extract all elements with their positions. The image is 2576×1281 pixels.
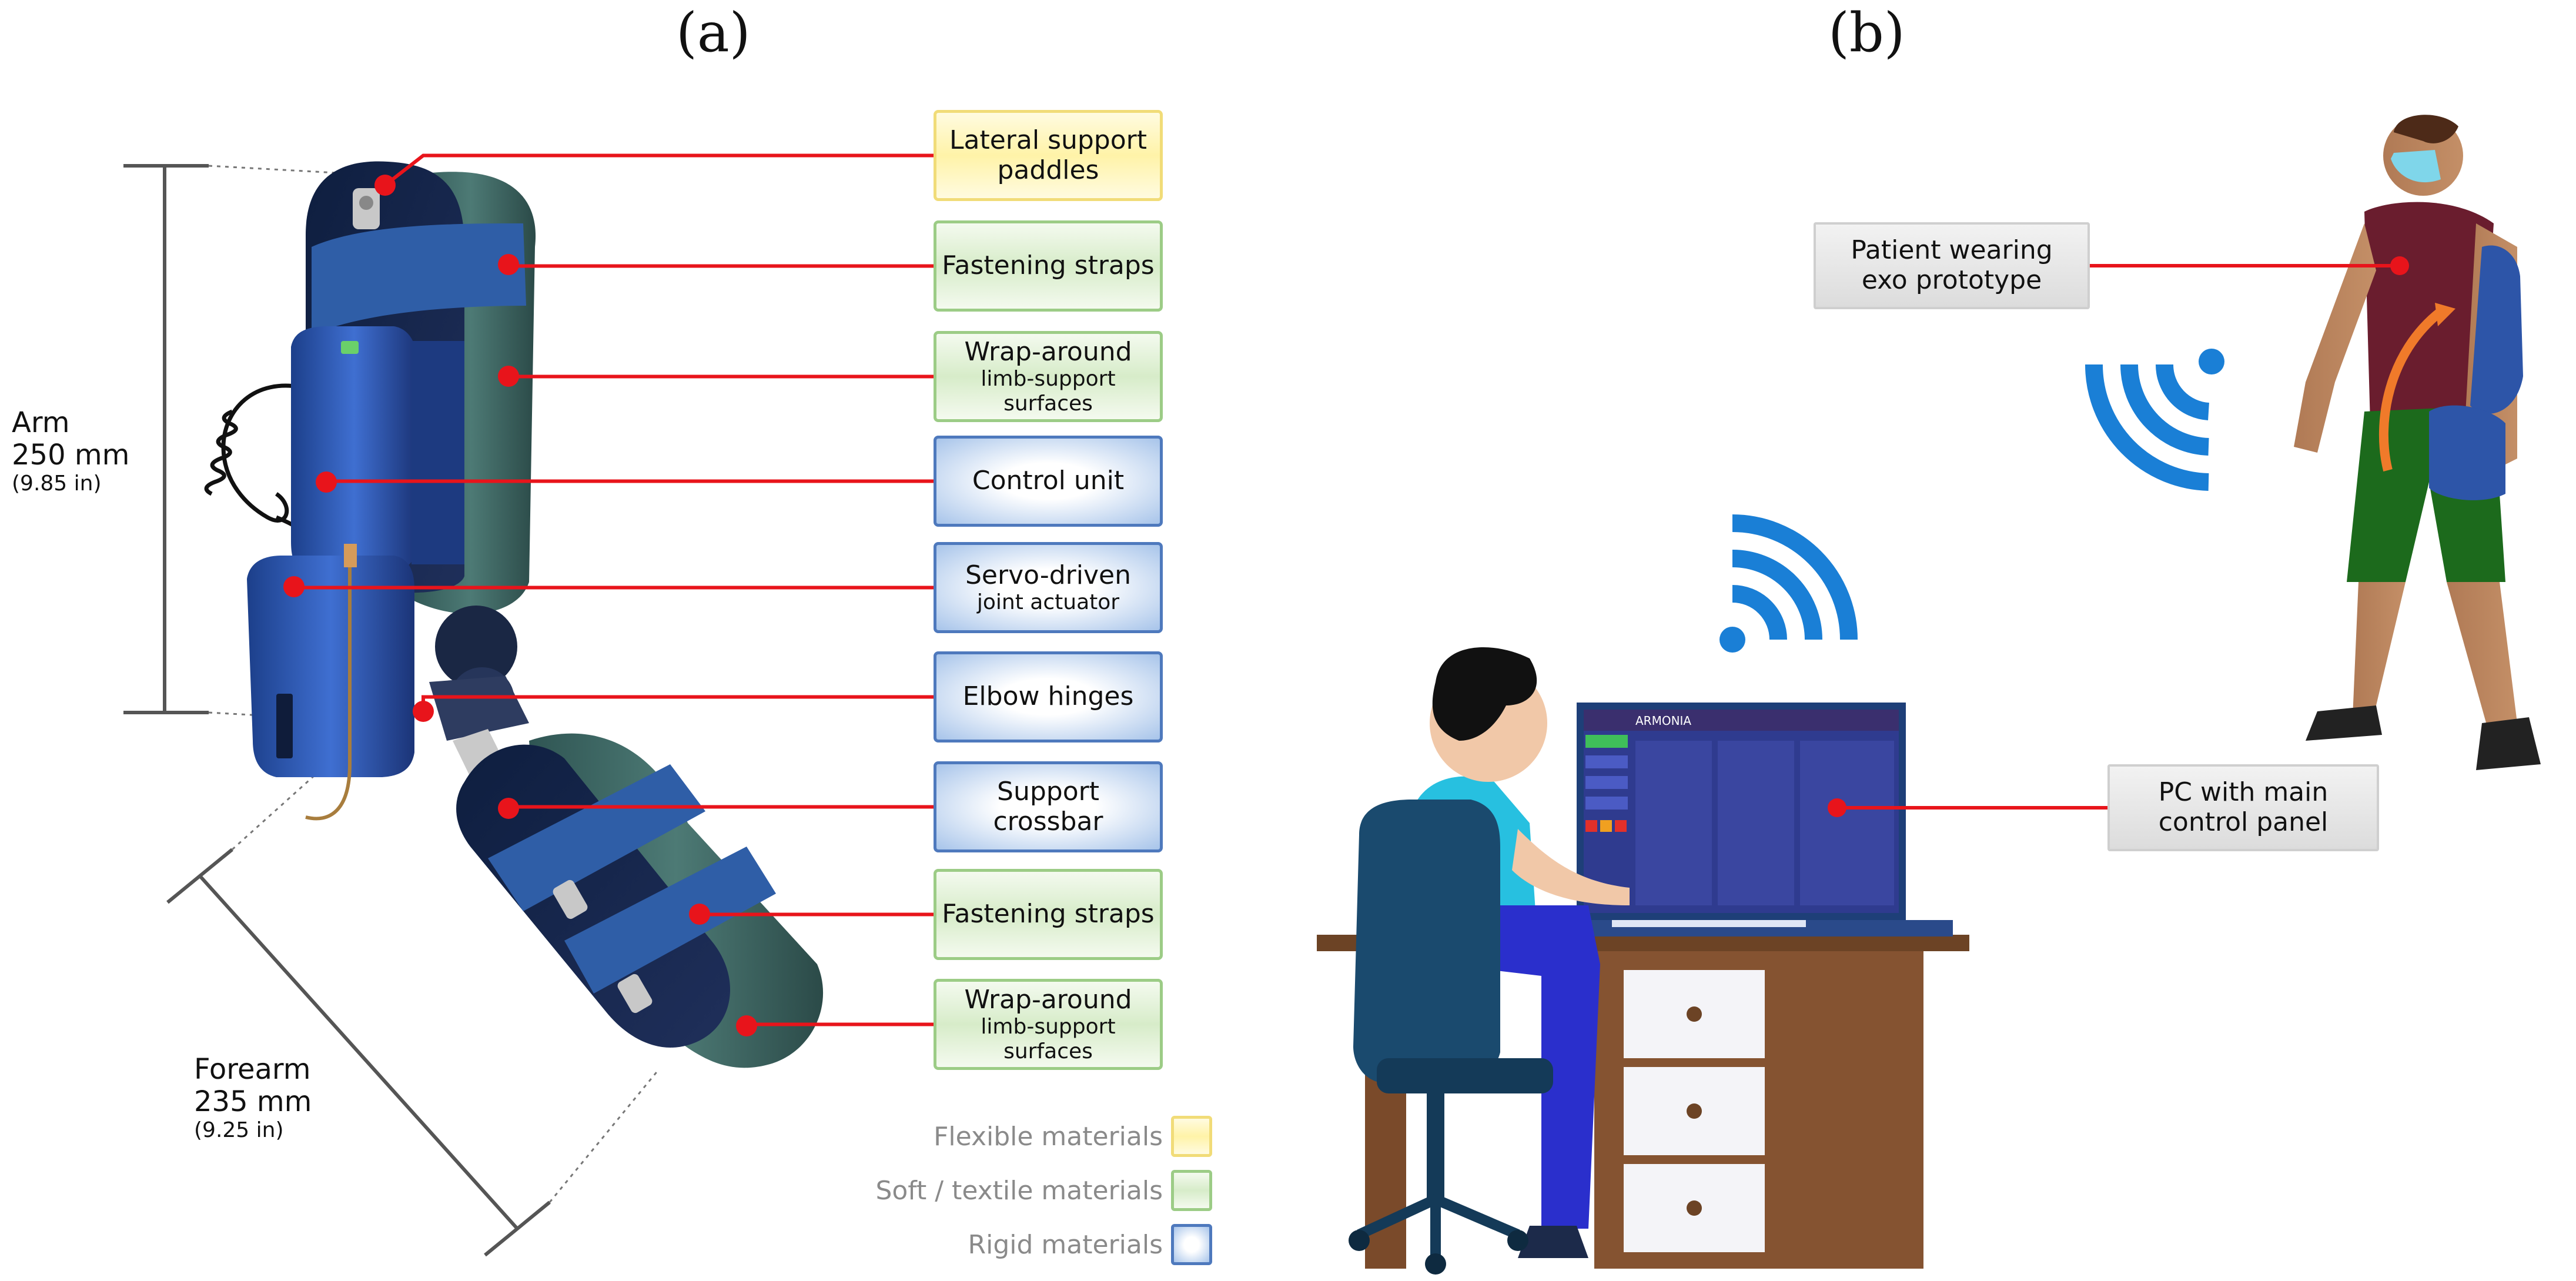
leader-dot (316, 471, 337, 493)
legend-swatch (1171, 1116, 1212, 1157)
component-label-text: Wrap-around (964, 984, 1132, 1015)
patient-label: Patient wearing exo prototype (1814, 222, 2090, 309)
leader-line (507, 805, 934, 809)
forearm-dimension-label: Forearm 235 mm (9.25 in) (194, 1053, 312, 1143)
component-label-text: Elbow hinges (962, 681, 1134, 712)
elbow-hinge-outer (435, 606, 517, 688)
exoskeleton-illustration (123, 153, 934, 1257)
screen-app-title: ARMONIA (1635, 714, 1691, 728)
legend-row: Rigid materials (968, 1224, 1212, 1265)
patient-label-line2: exo prototype (1861, 265, 2042, 295)
component-label-text: Fastening straps (942, 250, 1155, 281)
wifi-signal-pc-icon (1719, 514, 1858, 653)
pc-label-line2: control panel (2158, 807, 2329, 837)
component-label-subtext: limb-support surfaces (981, 1015, 1116, 1063)
leader-line (698, 912, 934, 917)
component-label-text: Wrap-around (964, 336, 1132, 367)
legend-row: Soft / textile materials (875, 1170, 1212, 1211)
leader-dot (498, 254, 519, 275)
component-label-text: Fastening straps (942, 899, 1155, 929)
legend-row: Flexible materials (934, 1116, 1212, 1157)
upper-fastening-strap (312, 223, 526, 335)
wifi-signal-patient-icon (2085, 349, 2224, 491)
component-label-box: Control unit (934, 436, 1163, 527)
component-label-subtext: joint actuator (976, 590, 1120, 615)
component-label-subtext: paddles (997, 155, 1099, 185)
component-label-box: Fastening straps (934, 869, 1163, 960)
legend-label: Rigid materials (968, 1229, 1163, 1260)
leader-line (292, 586, 934, 590)
patient-label-line1: Patient wearing (1851, 235, 2053, 266)
leader-dot (736, 1015, 757, 1036)
forearm-strap-2 (564, 847, 776, 994)
component-label-box: Elbow hinges (934, 651, 1163, 742)
panel-label-b: (b) (1828, 1, 1905, 64)
office-chair (1349, 800, 1553, 1275)
component-label-text: Control unit (972, 466, 1125, 496)
teleoperation-scene: ARMONIA (1317, 115, 2541, 1275)
leader-line (745, 1022, 934, 1026)
legend-swatch (1171, 1170, 1212, 1211)
forearm-in: (9.25 in) (194, 1118, 284, 1143)
patient-figure (2294, 115, 2541, 770)
forearm-name: Forearm (194, 1053, 311, 1086)
panel-label-a: (a) (676, 1, 751, 64)
leader-lines (283, 153, 934, 1036)
arm-in: (9.85 in) (12, 471, 102, 496)
pc-label: PC with main control panel (2107, 764, 2379, 851)
arm-dimension-label: Arm 250 mm (9.85 in) (12, 406, 130, 496)
component-label-subtext: limb-support surfaces (981, 367, 1116, 416)
legend-label: Soft / textile materials (875, 1175, 1163, 1206)
component-label-subtext: crossbar (993, 806, 1103, 837)
forearm-dimension (166, 769, 660, 1257)
pc-label-line1: PC with main (2158, 777, 2329, 808)
laptop: ARMONIA (1530, 703, 1953, 936)
leader-dot (374, 175, 396, 196)
leader-dot (498, 366, 519, 387)
legend-swatch (1171, 1224, 1212, 1265)
component-label-box: Fastening straps (934, 220, 1163, 312)
forearm-strap-1 (488, 764, 705, 911)
forearm-mm: 235 mm (194, 1085, 312, 1119)
leader-line (507, 374, 934, 379)
leader-dot (283, 576, 305, 597)
leader-line (324, 479, 934, 483)
arm-name: Arm (12, 406, 70, 439)
leader-line (507, 264, 934, 268)
legend-label: Flexible materials (934, 1121, 1163, 1152)
component-label-text: Servo-driven (965, 560, 1131, 590)
leader-dot (498, 798, 519, 819)
arm-mm: 250 mm (12, 439, 130, 472)
control-unit-housing (291, 326, 417, 571)
component-label-text: Lateral support (949, 125, 1147, 155)
leader-lines-b (1828, 256, 2409, 817)
arm-dimension (123, 164, 347, 717)
forearm-support-shell (456, 744, 731, 1048)
leader-line (384, 153, 934, 187)
leader-dot (689, 904, 710, 925)
leader-dot (413, 701, 434, 722)
component-label-text: Support (997, 776, 1099, 807)
